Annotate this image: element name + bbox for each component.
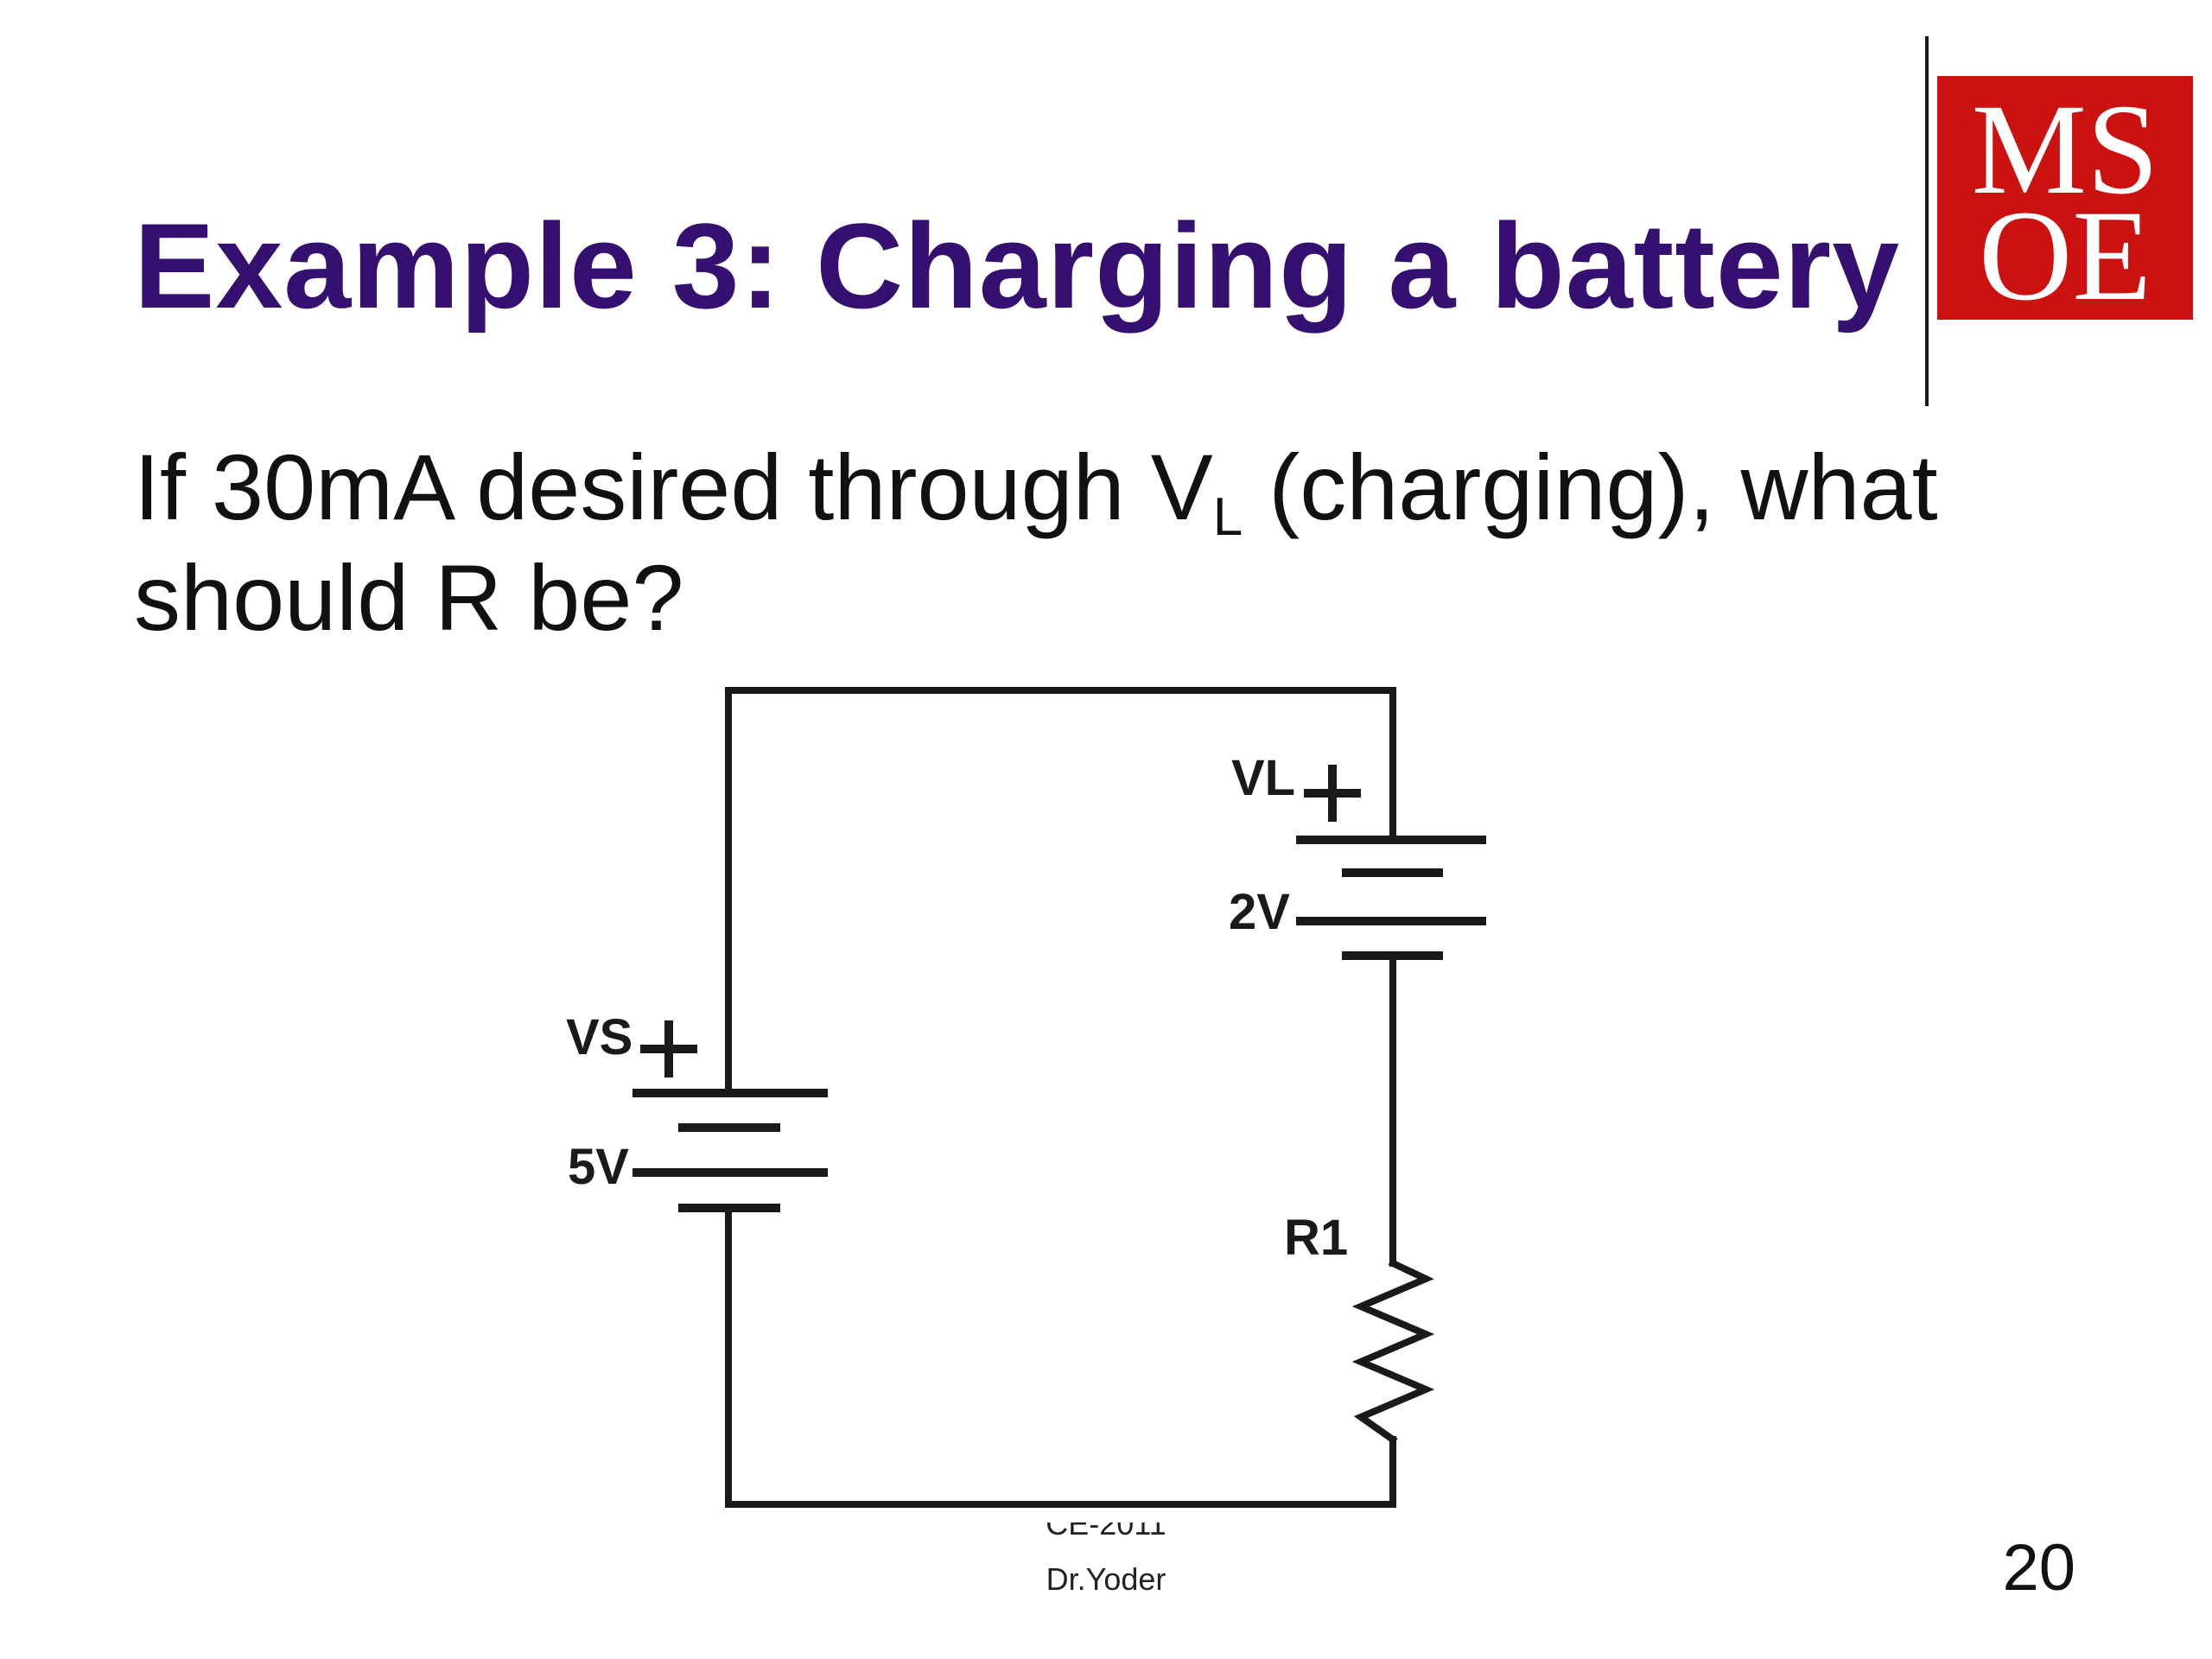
source-value-label: 5V xyxy=(568,1139,629,1195)
page-number: 20 xyxy=(2002,1531,2075,1605)
slide-title: Example 3: Charging a battery xyxy=(134,198,1901,334)
question-text: If 30mA desired through VL (charging), w… xyxy=(134,432,1938,653)
msoe-logo-mark: MS OE xyxy=(1937,76,2193,320)
source-name-label: VS xyxy=(566,1009,632,1065)
wire-bottom xyxy=(725,1208,1396,1508)
load-value-label: 2V xyxy=(1229,884,1290,940)
question-line1-after: (charging), what xyxy=(1243,435,1938,539)
header-divider xyxy=(1925,36,1929,406)
question-line1-before: If 30mA desired through V xyxy=(134,435,1213,539)
resistor-label: R1 xyxy=(1284,1210,1348,1266)
wire-top xyxy=(725,687,1396,1053)
logo-text-top: MS xyxy=(1972,78,2159,221)
footer-author: Dr.Yoder xyxy=(1046,1561,1166,1597)
load-name-label: VL xyxy=(1231,750,1295,806)
question-line2: should R be? xyxy=(134,545,684,650)
logo-text-bottom: OE xyxy=(1979,184,2152,320)
footer-course: CE-2011 xyxy=(1046,1522,1166,1541)
resistor-r1 xyxy=(1351,1258,1435,1445)
question-subscript: L xyxy=(1212,487,1243,547)
msoe-logo: MS OE xyxy=(1937,76,2193,320)
